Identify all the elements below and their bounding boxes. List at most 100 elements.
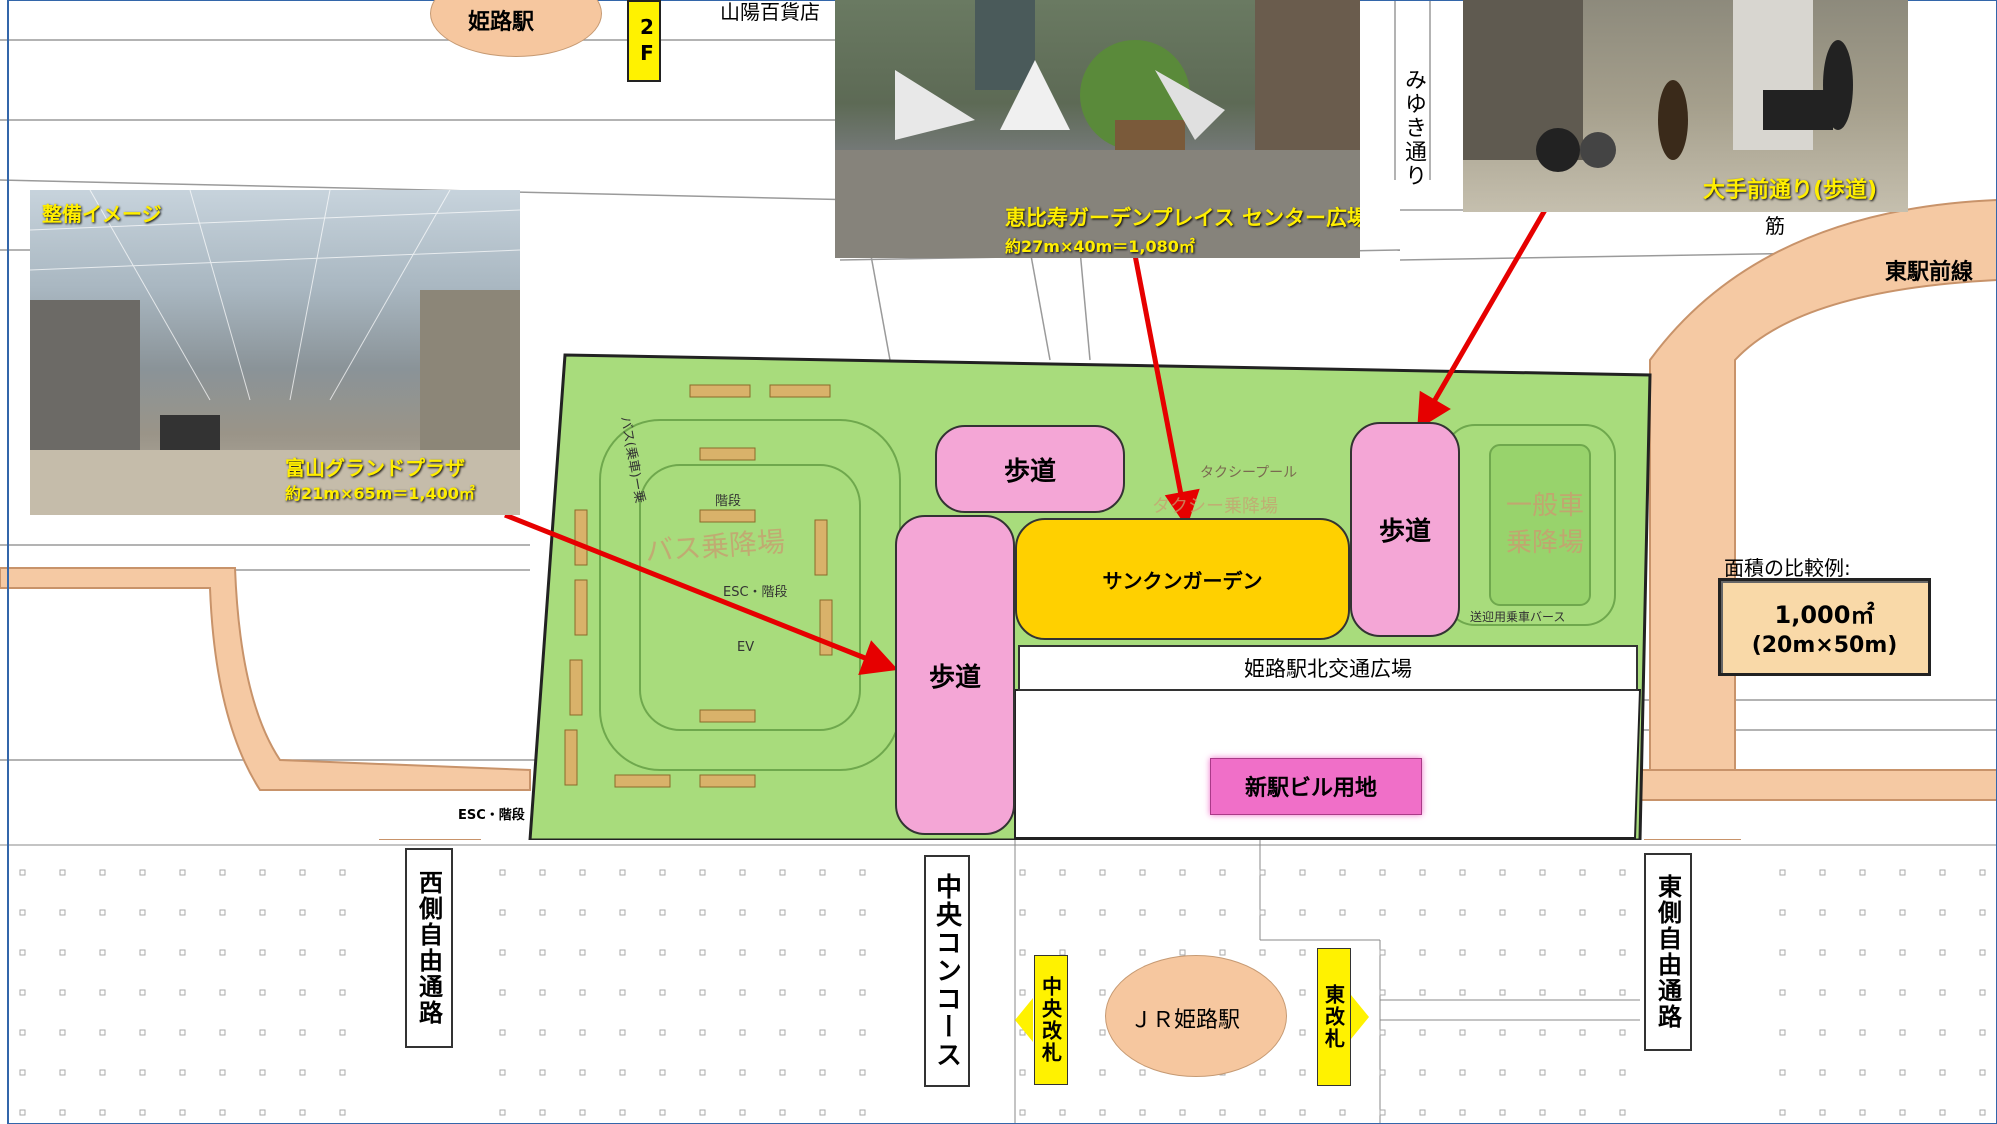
concourse-column-dot — [659, 1109, 666, 1116]
concourse-column-dot — [179, 949, 186, 956]
concourse-column-dot — [539, 1029, 546, 1036]
concourse-column-dot — [819, 1069, 826, 1076]
concourse-column-dot — [1219, 1109, 1226, 1116]
concourse-column-dot — [1099, 909, 1106, 916]
concourse-column-dot — [819, 949, 826, 956]
new-building-box — [1210, 758, 1422, 815]
floor-marker: 2F — [627, 0, 661, 82]
concourse-column-dot — [819, 869, 826, 876]
sunken-garden: サンクンガーデン — [1015, 518, 1350, 640]
plaza-label: 姫路駅北交通広場 — [1018, 645, 1638, 691]
concourse-column-dot — [1579, 989, 1586, 996]
concourse-column-dot — [1979, 869, 1986, 876]
concourse-column-dot — [339, 1109, 346, 1116]
concourse-column-dot — [219, 909, 226, 916]
concourse-column-dot — [1819, 1029, 1826, 1036]
concourse-column-dot — [219, 989, 226, 996]
concourse-column-dot — [1339, 1109, 1346, 1116]
jr-station-label: ＪＲ姫路駅 — [1130, 1008, 1241, 1033]
concourse-column-dot — [739, 989, 746, 996]
concourse-column-dot — [1459, 909, 1466, 916]
concourse-column-dot — [1299, 989, 1306, 996]
concourse-column-dot — [779, 989, 786, 996]
concourse-column-dot — [1099, 869, 1106, 876]
concourse-column-dot — [1899, 1109, 1906, 1116]
concourse-column-dot — [499, 989, 506, 996]
concourse-column-dot — [1539, 1109, 1546, 1116]
concourse-column-dot — [1499, 949, 1506, 956]
concourse-column-dot — [1939, 869, 1946, 876]
concourse-column-dot — [1499, 1109, 1506, 1116]
west-passage-sign: 西側自由通路 — [405, 848, 453, 1048]
concourse-column-dot — [59, 1109, 66, 1116]
concourse-column-dot — [1139, 949, 1146, 956]
concourse-column-dot — [1859, 949, 1866, 956]
concourse-column-dot — [339, 909, 346, 916]
concourse-column-dot — [1499, 869, 1506, 876]
concourse-column-dot — [99, 1109, 106, 1116]
concourse-column-dot — [579, 1069, 586, 1076]
concourse-column-dot — [1859, 869, 1866, 876]
concourse-column-dot — [1619, 949, 1626, 956]
taxi-pool-label: タクシープール — [1200, 465, 1298, 481]
concourse-column-dot — [1899, 949, 1906, 956]
otemae-photo-drawing — [1463, 0, 1853, 172]
new-building-label: 新駅ビル用地 — [1245, 776, 1378, 801]
concourse-column-dot — [1259, 1069, 1266, 1076]
concourse-column-dot — [1379, 1109, 1386, 1116]
concourse-column-dot — [1499, 989, 1506, 996]
concourse-column-dot — [819, 1109, 826, 1116]
concourse-column-dot — [1899, 989, 1906, 996]
concourse-column-dot — [219, 1109, 226, 1116]
concourse-column-dot — [1779, 909, 1786, 916]
concourse-column-dot — [59, 909, 66, 916]
concourse-column-dot — [219, 1069, 226, 1076]
concourse-column-dot — [699, 869, 706, 876]
concourse-column-dot — [659, 1069, 666, 1076]
concourse-column-dot — [1819, 989, 1826, 996]
sidewalk-top: 歩道 — [935, 425, 1125, 513]
concourse-column-dot — [59, 1029, 66, 1036]
concourse-column-dot — [1859, 909, 1866, 916]
concourse-column-dot — [1059, 909, 1066, 916]
concourse-column-dot — [1179, 1109, 1186, 1116]
concourse-column-dot — [699, 1069, 706, 1076]
concourse-column-dot — [579, 989, 586, 996]
concourse-column-dot — [139, 949, 146, 956]
east-gate-arrow — [1351, 995, 1369, 1039]
concourse-column-dot — [1979, 989, 1986, 996]
concourse-column-dot — [1539, 909, 1546, 916]
concourse-column-dot — [1579, 1029, 1586, 1036]
concourse-column-dot — [499, 1029, 506, 1036]
concourse-column-dot — [1779, 1069, 1786, 1076]
concourse-column-dot — [699, 949, 706, 956]
concourse-column-dot — [99, 869, 106, 876]
east-gate-sign: 東改札 — [1317, 948, 1351, 1086]
concourse-column-dot — [659, 1029, 666, 1036]
concourse-column-dot — [1099, 949, 1106, 956]
concourse-column-dot — [819, 1029, 826, 1036]
concourse-column-dot — [739, 869, 746, 876]
concourse-column-dot — [1339, 909, 1346, 916]
concourse-column-dot — [1419, 1029, 1426, 1036]
concourse-column-dot — [1259, 1109, 1266, 1116]
concourse-column-dot — [779, 909, 786, 916]
concourse-column-dot — [1459, 1069, 1466, 1076]
concourse-column-dot — [1139, 909, 1146, 916]
concourse-column-dot — [1339, 869, 1346, 876]
concourse-column-dot — [179, 909, 186, 916]
esc-label-outer: ESC・階段 — [458, 808, 525, 823]
concourse-column-dot — [1459, 949, 1466, 956]
concourse-column-dot — [259, 869, 266, 876]
concourse-column-dot — [219, 949, 226, 956]
concourse-column-dot — [1579, 949, 1586, 956]
concourse-column-dot — [259, 949, 266, 956]
concourse-column-dot — [1539, 949, 1546, 956]
concourse-column-dot — [1099, 1029, 1106, 1036]
concourse-column-dot — [499, 909, 506, 916]
concourse-column-dot — [619, 869, 626, 876]
concourse-column-dot — [1579, 869, 1586, 876]
concourse-column-dot — [1299, 909, 1306, 916]
concourse-column-dot — [539, 909, 546, 916]
